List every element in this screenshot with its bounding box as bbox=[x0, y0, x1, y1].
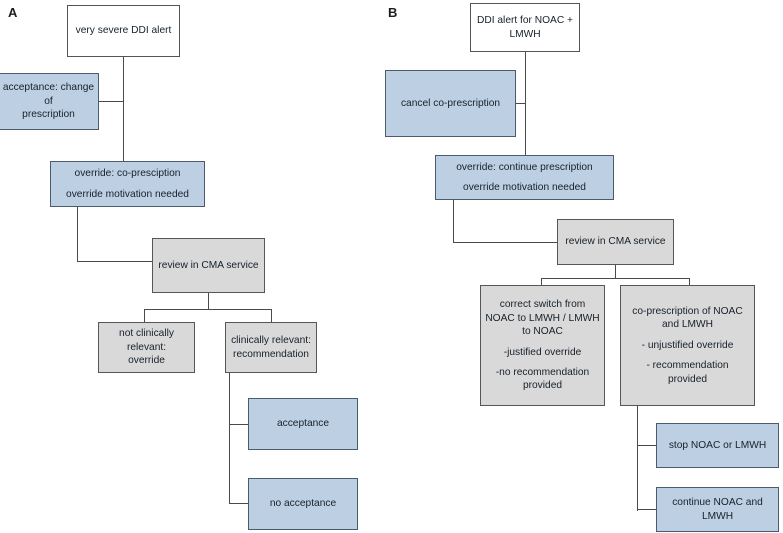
node-line: correct switch from bbox=[499, 299, 586, 311]
node-line: LMWH bbox=[509, 28, 541, 40]
edge-b-override-to-review bbox=[453, 242, 558, 244]
node-line: prescription bbox=[22, 109, 75, 121]
edge-b-alert-down bbox=[525, 52, 527, 157]
node-line: provided bbox=[667, 373, 708, 385]
node-line: co-prescription of NOAC bbox=[632, 305, 743, 317]
node-line: cancel co-prescription bbox=[400, 97, 501, 109]
node-cancel-coprescription[interactable]: cancel co-prescription bbox=[385, 70, 516, 137]
edge-b-to-continue bbox=[637, 509, 656, 511]
node-b-override-continue-prescription[interactable]: override: continue prescription override… bbox=[435, 155, 614, 200]
node-continue-noac-and-lmwh[interactable]: continue NOAC and LMWH bbox=[656, 487, 779, 532]
node-not-clinically-relevant-override[interactable]: not clinically relevant: override bbox=[98, 322, 195, 373]
node-line: very severe DDI alert bbox=[75, 25, 172, 37]
node-line: not clinically relevant: bbox=[119, 328, 174, 353]
node-ddi-alert-noac-lmwh[interactable]: DDI alert for NOAC + LMWH bbox=[470, 3, 580, 52]
node-line: - unjustified override bbox=[641, 339, 734, 351]
node-line: continue NOAC and bbox=[672, 497, 763, 509]
node-very-severe-ddi-alert[interactable]: very severe DDI alert bbox=[67, 5, 180, 57]
node-line: LMWH bbox=[701, 510, 734, 522]
node-coprescription-of-noac-and-lmwh[interactable]: co-prescription of NOAC and LMWH - unjus… bbox=[620, 285, 755, 406]
node-a-override-coprescription[interactable]: override: co-presciption override motiva… bbox=[50, 161, 205, 207]
node-acceptance-change-of-prescription[interactable]: acceptance: change of prescription bbox=[0, 73, 99, 130]
edge-b-override-down bbox=[453, 199, 455, 243]
node-line: - recommendation bbox=[646, 360, 729, 372]
node-no-acceptance[interactable]: no acceptance bbox=[248, 478, 358, 530]
node-correct-switch[interactable]: correct switch from NOAC to LMWH / LMWH … bbox=[480, 285, 605, 406]
node-line: acceptance: change of bbox=[2, 82, 95, 107]
node-line: clinically relevant: bbox=[231, 335, 311, 347]
edge-a-review-to-relevant bbox=[271, 309, 273, 323]
panel-label-b: B bbox=[388, 5, 398, 20]
edge-b-review-split bbox=[541, 278, 690, 280]
node-line: review in CMA service bbox=[565, 236, 666, 248]
node-line: -no recommendation bbox=[495, 366, 590, 378]
node-line: DDI alert for NOAC + bbox=[477, 15, 573, 27]
edge-b-cancel-branch bbox=[516, 103, 526, 105]
edge-b-review-to-coprescription bbox=[689, 278, 691, 286]
edge-a-override-to-review bbox=[77, 261, 153, 263]
edge-a-to-acceptance bbox=[229, 424, 249, 426]
node-line: override: continue prescription bbox=[456, 161, 593, 173]
node-line: override motivation needed bbox=[463, 182, 586, 193]
edge-a-relevant-down bbox=[229, 372, 231, 504]
node-line: review in CMA service bbox=[158, 259, 259, 271]
node-line: override motivation needed bbox=[66, 188, 189, 200]
node-line: and LMWH bbox=[662, 319, 713, 331]
edge-a-to-no-acceptance bbox=[229, 503, 249, 505]
node-line: NOAC to LMWH / LMWH bbox=[485, 312, 600, 324]
node-line: provided bbox=[522, 380, 563, 392]
node-b-review-in-cma-service[interactable]: review in CMA service bbox=[557, 219, 674, 265]
node-line: stop NOAC or LMWH bbox=[668, 439, 767, 451]
node-a-review-in-cma-service[interactable]: review in CMA service bbox=[152, 238, 265, 293]
edge-a-acceptance-branch bbox=[99, 101, 124, 103]
node-line: override bbox=[128, 355, 165, 367]
node-line: to NOAC bbox=[522, 326, 563, 338]
edge-a-review-to-not-relevant bbox=[144, 309, 146, 323]
node-line: recommendation bbox=[233, 348, 309, 360]
node-line: no acceptance bbox=[269, 498, 337, 510]
edge-a-override-down bbox=[77, 206, 79, 262]
edge-b-to-stop bbox=[637, 445, 656, 447]
node-stop-noac-or-lmwh[interactable]: stop NOAC or LMWH bbox=[656, 423, 779, 468]
node-clinically-relevant-recommendation[interactable]: clinically relevant: recommendation bbox=[225, 322, 317, 373]
edge-a-review-down bbox=[208, 293, 210, 310]
edge-b-coprescription-down bbox=[637, 405, 639, 511]
edge-b-review-down bbox=[615, 264, 617, 279]
node-line: override: co-presciption bbox=[74, 168, 181, 180]
node-line: -justified override bbox=[503, 346, 582, 358]
node-acceptance[interactable]: acceptance bbox=[248, 398, 358, 450]
node-line: acceptance bbox=[276, 418, 330, 430]
panel-label-a: A bbox=[8, 5, 18, 20]
edge-a-alert-down bbox=[123, 57, 125, 163]
edge-b-review-to-correct-switch bbox=[541, 278, 543, 286]
edge-a-review-split bbox=[144, 309, 272, 311]
